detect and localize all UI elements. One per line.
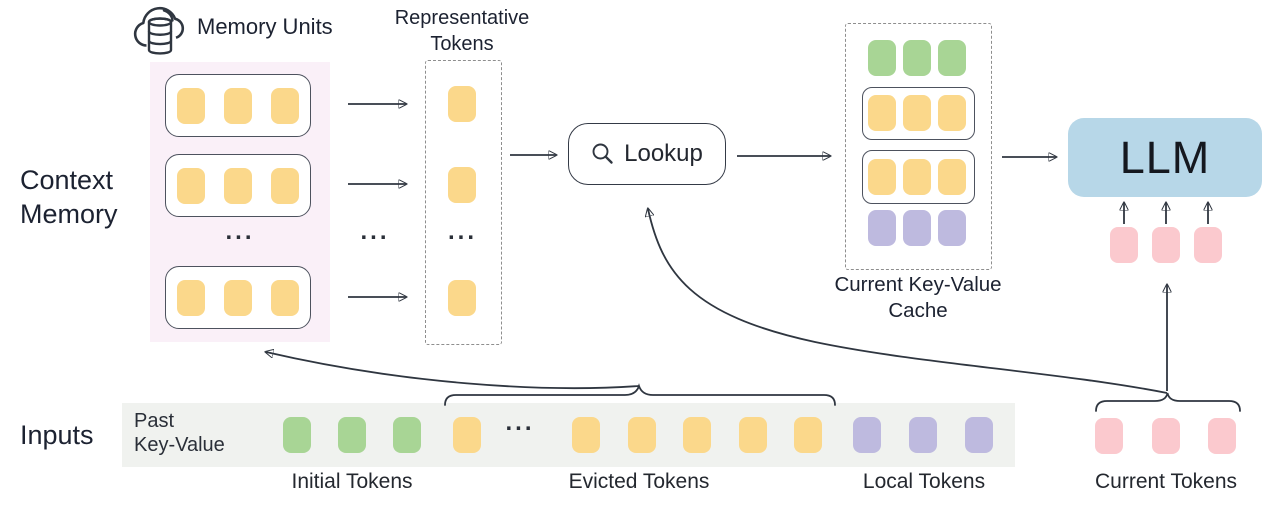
- token-yellow: [868, 95, 896, 131]
- representative-tokens-box: [425, 60, 502, 345]
- memory-unit-row-3: [165, 266, 311, 329]
- llm-box: LLM: [1068, 118, 1262, 197]
- strip-evicted-head-token: [453, 417, 481, 453]
- curve-evicted-to-memory: [266, 352, 640, 390]
- token-yellow: [448, 167, 476, 203]
- past-kv-label: Past Key-Value: [134, 409, 225, 457]
- strip-local-tokens: [853, 417, 993, 453]
- lookup-label: Lookup: [624, 140, 703, 167]
- token-pink: [1152, 227, 1180, 263]
- memory-unit-row-2: [165, 154, 311, 217]
- token-pink: [1194, 227, 1222, 263]
- llm-label: LLM: [1119, 131, 1211, 183]
- memory-unit-row-1: [165, 74, 311, 137]
- context-memory-label: Context Memory: [20, 163, 118, 231]
- token-yellow: [453, 417, 481, 453]
- initial-tokens-label: Initial Tokens: [291, 470, 413, 493]
- token-yellow: [448, 86, 476, 122]
- current-kv-cache-label: Current Key-Value Cache: [822, 272, 1014, 324]
- token-yellow: [271, 279, 299, 316]
- token-green: [338, 417, 366, 453]
- token-yellow: [627, 417, 656, 453]
- token-purple: [965, 417, 993, 453]
- token-yellow: [224, 87, 252, 124]
- token-yellow: [177, 87, 205, 124]
- strip-ellipsis: ...: [505, 409, 535, 436]
- search-icon: [592, 143, 613, 164]
- token-purple: [868, 210, 896, 246]
- memory-rows-ellipsis: ...: [225, 218, 255, 245]
- current-tokens-brace: [1095, 392, 1241, 412]
- strip-current-tokens: [1095, 418, 1236, 454]
- token-green: [393, 417, 421, 453]
- token-green: [938, 40, 966, 76]
- token-pink: [1095, 418, 1123, 454]
- local-tokens-label: Local Tokens: [862, 470, 986, 493]
- representative-tokens-title: Representative Tokens: [372, 5, 552, 57]
- representative-title-line2: Tokens: [430, 33, 494, 55]
- representative-token-2: [448, 167, 476, 203]
- token-yellow: [271, 87, 299, 124]
- token-yellow: [938, 95, 966, 131]
- token-purple: [853, 417, 881, 453]
- cache-memory-row-2: [868, 159, 966, 195]
- token-yellow: [938, 159, 966, 195]
- representative-token-3: [448, 280, 476, 316]
- token-green: [903, 40, 931, 76]
- token-pink: [1151, 418, 1180, 454]
- memory-units-label: Memory Units: [197, 14, 333, 39]
- context-memory-line2: Memory: [20, 199, 118, 229]
- strip-evicted-tokens: [572, 417, 822, 453]
- token-yellow: [794, 417, 822, 453]
- token-yellow: [271, 167, 299, 204]
- token-yellow: [683, 417, 711, 453]
- kv-cache-label-line1: Current Key-Value: [834, 273, 1002, 296]
- lookup-box: Lookup: [568, 123, 726, 185]
- token-yellow: [903, 95, 931, 131]
- token-yellow: [177, 167, 205, 204]
- token-green: [283, 417, 311, 453]
- token-yellow: [868, 159, 896, 195]
- past-kv-line2: Key-Value: [134, 434, 225, 456]
- between-ellipsis: ...: [360, 218, 390, 245]
- cloud-database-icon: [133, 6, 185, 55]
- inputs-label: Inputs: [20, 420, 94, 450]
- representative-ellipsis: ...: [447, 218, 477, 245]
- context-memory-line1: Context: [20, 165, 114, 195]
- representative-title-line1: Representative: [394, 7, 530, 29]
- token-yellow: [177, 279, 205, 316]
- representative-token-1: [448, 86, 476, 122]
- strip-initial-tokens: [283, 417, 421, 453]
- token-yellow: [903, 159, 931, 195]
- cache-local-row: [868, 210, 966, 246]
- token-purple: [938, 210, 966, 246]
- token-yellow: [224, 279, 252, 316]
- token-pink: [1208, 418, 1236, 454]
- token-yellow: [738, 417, 767, 453]
- token-yellow: [448, 280, 476, 316]
- cache-memory-row-1: [868, 95, 966, 131]
- token-purple: [903, 210, 931, 246]
- token-yellow: [572, 417, 600, 453]
- token-purple: [909, 417, 937, 453]
- llm-current-tokens: [1110, 227, 1222, 263]
- token-pink: [1110, 227, 1138, 263]
- past-kv-line1: Past: [134, 410, 175, 432]
- kv-cache-label-line2: Cache: [888, 299, 948, 322]
- evicted-tokens-label: Evicted Tokens: [568, 470, 710, 493]
- cache-initial-row: [868, 40, 966, 76]
- current-tokens-label: Current Tokens: [1094, 470, 1238, 493]
- token-yellow: [224, 167, 252, 204]
- token-green: [868, 40, 896, 76]
